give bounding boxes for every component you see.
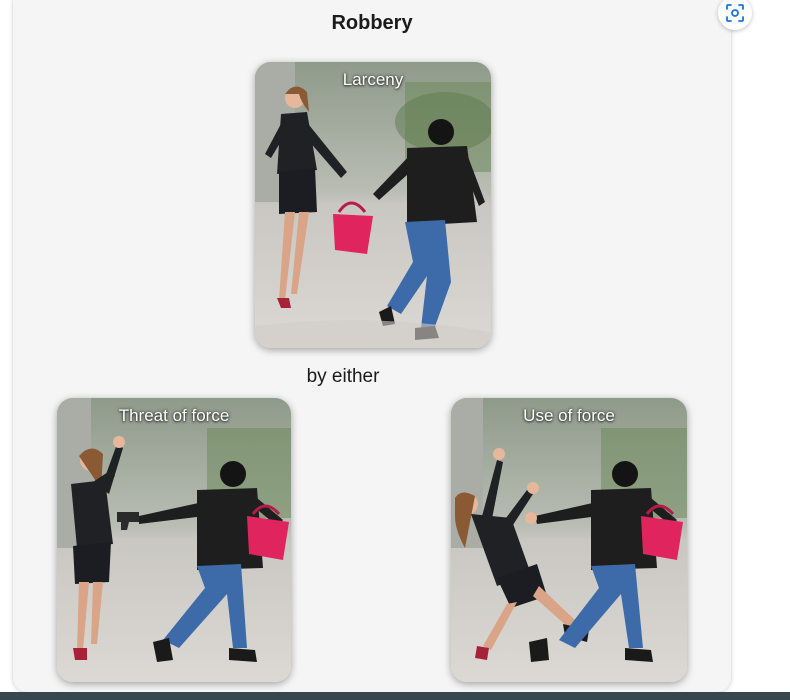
threat-of-force-label: Threat of force xyxy=(118,406,230,425)
larceny-image: Larceny xyxy=(255,62,491,348)
bottom-bar xyxy=(0,692,790,700)
threat-of-force-image: Threat of force xyxy=(57,398,291,682)
use-of-force-image: Use of force xyxy=(451,398,687,682)
use-of-force-label: Use of force xyxy=(523,406,615,425)
threat-of-force-illustration xyxy=(57,398,291,682)
visual-search-icon xyxy=(726,4,744,22)
larceny-illustration xyxy=(255,62,491,348)
visual-search-button[interactable] xyxy=(718,0,752,30)
diagram-title: Robbery xyxy=(331,12,413,34)
larceny-label: Larceny xyxy=(342,70,404,89)
use-of-force-illustration xyxy=(451,398,687,682)
connector-text: by either xyxy=(306,366,380,387)
